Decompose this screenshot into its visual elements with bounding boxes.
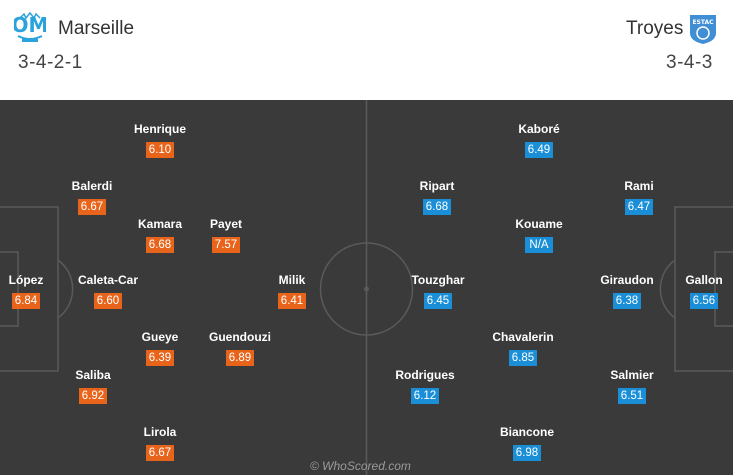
away-player[interactable]: Rodrigues 6.12 (380, 368, 470, 404)
player-rating: 6.67 (77, 199, 107, 215)
away-player[interactable]: Salmier 6.51 (587, 368, 677, 404)
away-player[interactable]: Kaboré 6.49 (494, 122, 584, 158)
home-player[interactable]: Saliba 6.92 (48, 368, 138, 404)
player-rating: 6.38 (612, 293, 642, 309)
home-team-name[interactable]: Marseille (58, 18, 135, 39)
player-rating: 7.57 (211, 237, 241, 253)
away-team-name[interactable]: Troyes (626, 18, 684, 39)
player-rating: 6.98 (512, 445, 542, 461)
home-player[interactable]: Kamara 6.68 (115, 217, 205, 253)
troyes-crest-icon: ESTAC (690, 15, 716, 44)
pitch-markings (0, 100, 733, 475)
player-name: Chavalerin (492, 330, 554, 344)
player-rating: 6.12 (410, 388, 440, 404)
player-name: Biancone (499, 425, 554, 439)
player-name: Touzghar (411, 273, 465, 287)
away-player[interactable]: Gallon 6.56 (659, 273, 733, 309)
player-name: Ripart (419, 179, 455, 193)
svg-text:OM: OM (14, 13, 46, 37)
player-name: Kamara (137, 217, 183, 231)
player-rating: 6.67 (145, 445, 175, 461)
player-name: Lirola (143, 425, 177, 439)
whoscored-watermark: © WhoScored.com (310, 459, 411, 473)
player-rating: 6.85 (508, 350, 538, 366)
away-formation: 3-4-3 (666, 52, 713, 73)
home-player[interactable]: Caleta-Car 6.60 (63, 273, 153, 309)
player-name: Balerdi (71, 179, 113, 193)
player-rating: 6.41 (277, 293, 307, 309)
away-player[interactable]: Touzghar 6.45 (393, 273, 483, 309)
player-name: Gueye (141, 330, 179, 344)
player-rating: N/A (525, 237, 553, 253)
player-name: Rodrigues (395, 368, 455, 382)
home-player[interactable]: Balerdi 6.67 (47, 179, 137, 215)
player-rating: 6.45 (423, 293, 453, 309)
home-player[interactable]: Milik 6.41 (247, 273, 337, 309)
home-formation: 3-4-2-1 (18, 52, 83, 73)
player-name: Milik (278, 273, 306, 287)
player-rating: 6.60 (93, 293, 123, 309)
player-rating: 6.68 (422, 199, 452, 215)
player-rating: 6.10 (145, 142, 175, 158)
player-name: Henrique (133, 122, 186, 136)
player-name: Payet (209, 217, 243, 231)
player-rating: 6.84 (11, 293, 41, 309)
player-name: Kaboré (518, 122, 560, 136)
player-name: Guendouzi (209, 330, 271, 344)
player-rating: 6.56 (689, 293, 719, 309)
away-player[interactable]: Giraudon 6.38 (582, 273, 672, 309)
player-rating: 6.39 (145, 350, 175, 366)
player-rating: 6.68 (145, 237, 175, 253)
match-header: OM Marseille 3-4-2-1 Troyes ESTAC 3-4-3 (0, 0, 733, 93)
player-name: López (8, 273, 44, 287)
home-player[interactable]: López 6.84 (0, 273, 71, 309)
svg-text:ESTAC: ESTAC (692, 19, 714, 26)
home-player[interactable]: Payet 7.57 (181, 217, 271, 253)
away-player[interactable]: Ripart 6.68 (392, 179, 482, 215)
player-name: Kouame (515, 217, 563, 231)
player-rating: 6.89 (225, 350, 255, 366)
player-name: Rami (624, 179, 654, 193)
home-player[interactable]: Guendouzi 6.89 (195, 330, 285, 366)
pitch: Henrique 6.10 Balerdi 6.67 Kamara 6.68 P… (0, 100, 733, 475)
player-rating: 6.92 (78, 388, 108, 404)
home-player[interactable]: Henrique 6.10 (115, 122, 205, 158)
player-rating: 6.47 (624, 199, 654, 215)
away-player[interactable]: Rami 6.47 (594, 179, 684, 215)
away-player[interactable]: Kouame N/A (494, 217, 584, 253)
player-name: Saliba (75, 368, 111, 382)
player-name: Giraudon (600, 273, 654, 287)
marseille-crest-icon: OM (14, 12, 46, 42)
player-name: Salmier (610, 368, 654, 382)
player-rating: 6.49 (524, 142, 554, 158)
away-player[interactable]: Biancone 6.98 (482, 425, 572, 461)
player-name: Caleta-Car (77, 273, 139, 287)
home-player[interactable]: Lirola 6.67 (115, 425, 205, 461)
away-player[interactable]: Chavalerin 6.85 (478, 330, 568, 366)
player-name: Gallon (685, 273, 723, 287)
player-rating: 6.51 (617, 388, 647, 404)
home-player[interactable]: Gueye 6.39 (115, 330, 205, 366)
